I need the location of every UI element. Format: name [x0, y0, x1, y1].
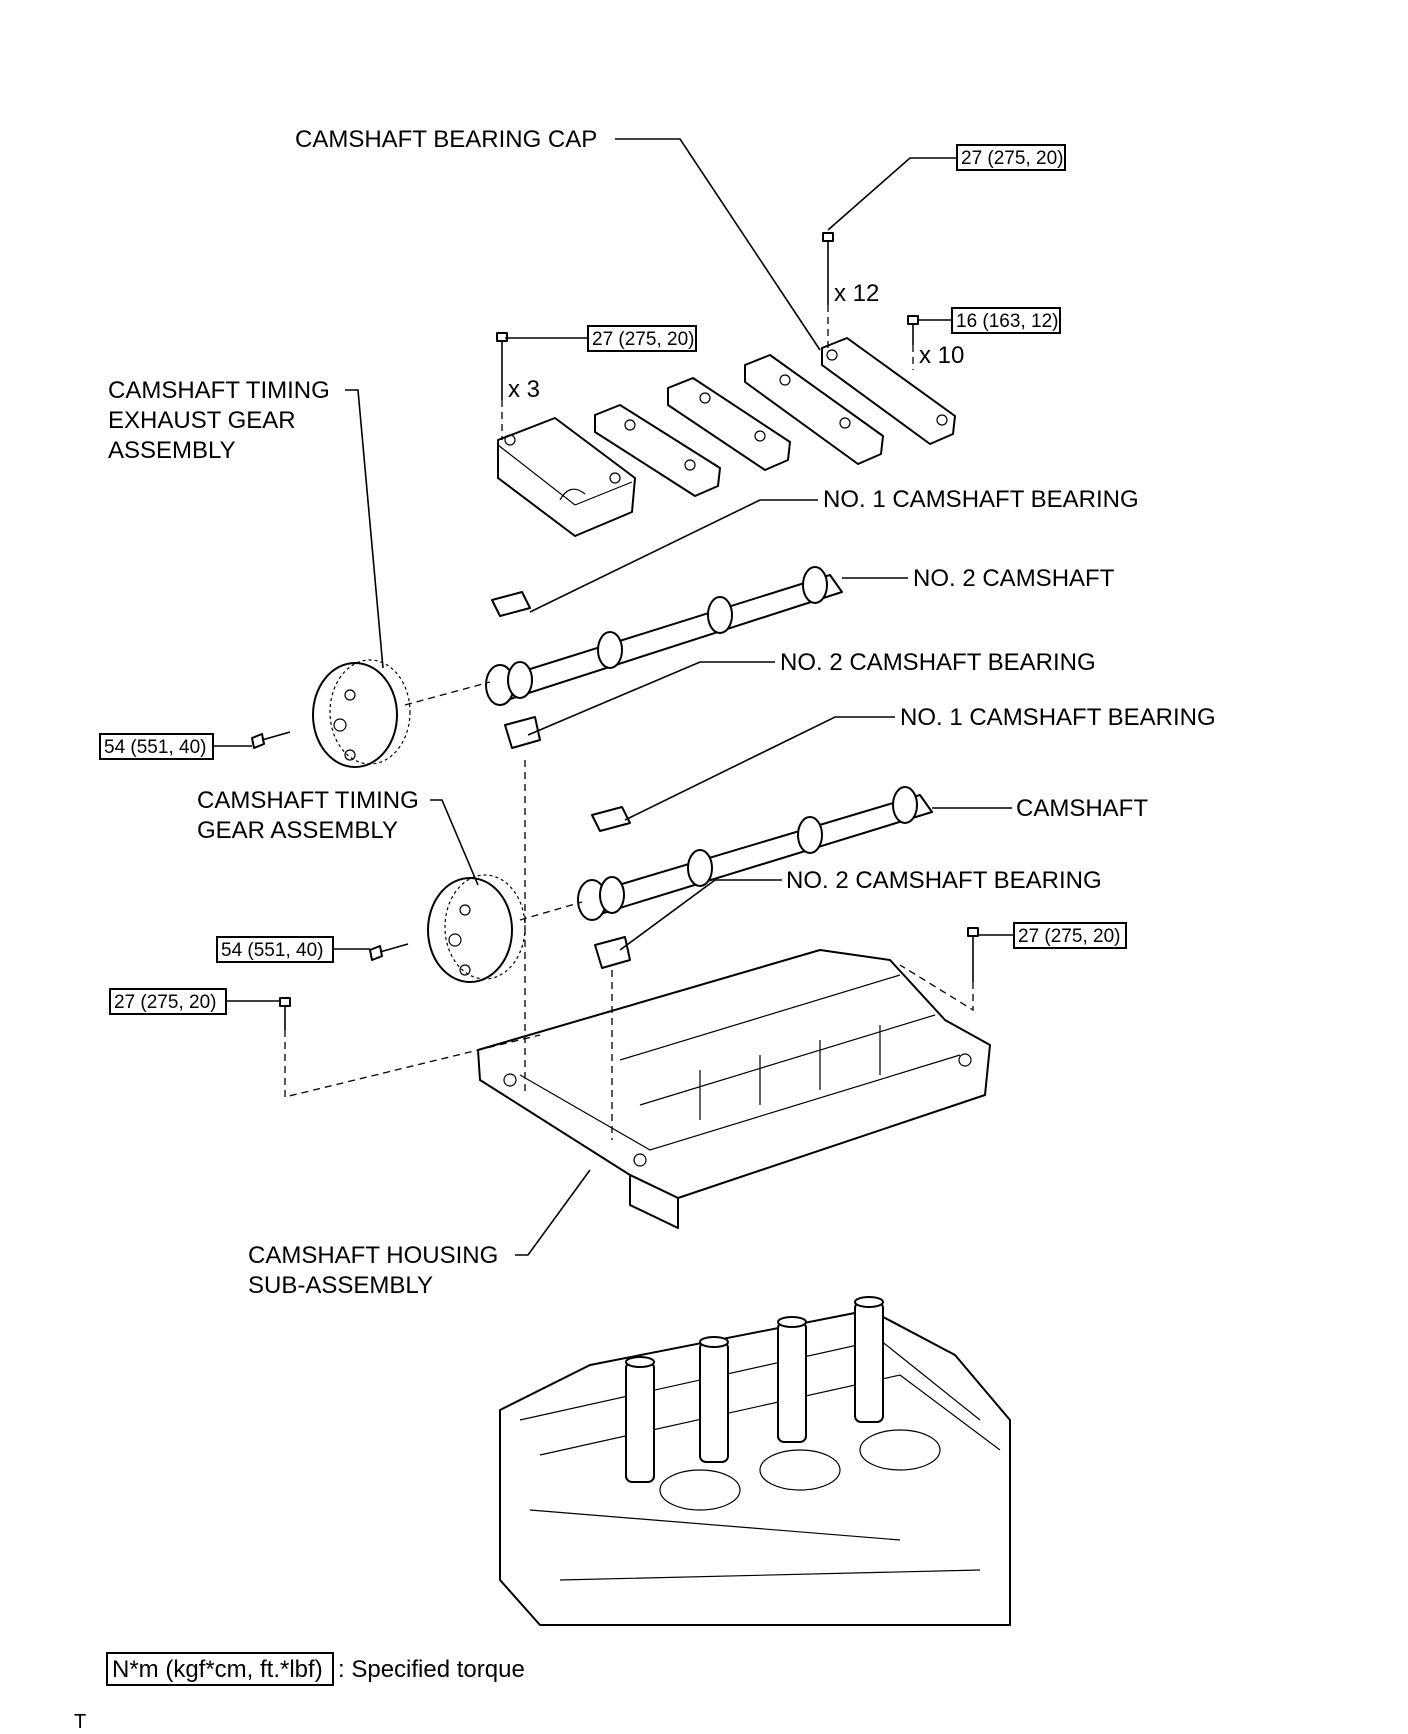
label-timing-gear-l2: GEAR ASSEMBLY	[197, 817, 398, 844]
label-camshaft-bearing-cap: CAMSHAFT BEARING CAP	[295, 126, 597, 153]
torque-cap-bolt-front: 27 (275, 20)	[587, 325, 697, 352]
leader-no2-lower	[619, 879, 782, 951]
cap-bolt-front	[496, 332, 508, 440]
label-no2-bearing-upper: NO. 2 CAMSHAFT BEARING	[780, 649, 1096, 676]
legend-description: : Specified torque	[338, 1656, 525, 1683]
label-housing-l2: SUB-ASSEMBLY	[248, 1272, 433, 1299]
intake-timing-gear	[427, 874, 526, 983]
exhaust-axis	[404, 681, 491, 706]
label-no1-bearing-lower: NO. 1 CAMSHAFT BEARING	[900, 704, 1216, 731]
no2-camshaft	[485, 566, 843, 706]
label-camshaft: CAMSHAFT	[1016, 795, 1148, 822]
no1-bearing-upper-shell	[491, 591, 531, 617]
leader-timing-gear	[430, 799, 479, 886]
no2-bearing-lower-shell	[594, 936, 631, 969]
svg-text:27 (275, 20): 27 (275, 20)	[114, 992, 216, 1013]
torque-cap-bolt-short: 16 (163, 12)	[951, 307, 1061, 334]
legend: N*m (kgf*cm, ft.*lbf) : Specified torque	[106, 1652, 525, 1686]
qty-cap-bolt-long: x 12	[834, 280, 879, 307]
torque-housing-bolt-left: 27 (275, 20)	[109, 988, 227, 1015]
intake-gear-bolt	[369, 943, 409, 961]
bearing-cap-1	[497, 417, 636, 537]
camshaft-housing	[477, 949, 991, 1229]
bearing-cap-3	[667, 377, 791, 471]
housing-bolt-left	[279, 997, 541, 1098]
bearing-cap-2	[594, 404, 721, 497]
label-no2-bearing-lower: NO. 2 CAMSHAFT BEARING	[786, 867, 1102, 894]
legend-unit: N*m (kgf*cm, ft.*lbf)	[112, 1656, 323, 1683]
label-exhaust-gear-l2: EXHAUST GEAR	[108, 407, 296, 434]
cap-bolt-short	[907, 315, 919, 370]
leader-exhaust-gear	[345, 389, 384, 669]
exhaust-gear-bolt	[251, 731, 291, 749]
torque-cap-bolt-long: 27 (275, 20)	[956, 144, 1066, 171]
leader-no1-lower	[624, 716, 895, 821]
label-exhaust-gear-l3: ASSEMBLY	[108, 437, 236, 464]
label-exhaust-gear-l1: CAMSHAFT TIMING	[108, 377, 330, 404]
housing-bolt-right	[899, 927, 979, 1012]
torque-intake-gear-bolt: 54 (551, 40)	[216, 936, 334, 963]
svg-text:27 (275, 20): 27 (275, 20)	[1018, 926, 1120, 947]
leader-housing	[515, 1169, 591, 1256]
svg-text:54 (551, 40): 54 (551, 40)	[104, 737, 206, 758]
bearing-cap-4	[744, 354, 884, 465]
label-no1-bearing-upper: NO. 1 CAMSHAFT BEARING	[823, 486, 1139, 513]
torque-housing-bolt-right: 27 (275, 20)	[1013, 922, 1127, 949]
cap-bolt-long	[822, 232, 834, 350]
exhaust-timing-gear	[312, 659, 411, 768]
leader-no1-upper	[529, 499, 818, 613]
qty-cap-bolt-front: x 3	[508, 376, 540, 403]
intake-axis	[519, 901, 583, 921]
leader-bearing-cap	[615, 138, 821, 351]
cylinder-head	[499, 1296, 1011, 1626]
svg-text:27 (275, 20): 27 (275, 20)	[961, 148, 1063, 169]
camshaft	[577, 786, 933, 921]
label-housing-l1: CAMSHAFT HOUSING	[248, 1242, 498, 1269]
svg-text:16 (163, 12): 16 (163, 12)	[956, 311, 1058, 332]
no2-bearing-upper-shell	[504, 716, 541, 749]
qty-cap-bolt-short: x 10	[919, 342, 964, 369]
svg-text:27 (275, 20): 27 (275, 20)	[592, 329, 694, 350]
leader-cap-bolt-long	[827, 157, 957, 231]
no1-bearing-lower-shell	[591, 806, 631, 832]
leader-no2-upper	[527, 661, 775, 736]
label-no2-camshaft: NO. 2 CAMSHAFT	[913, 565, 1115, 592]
torque-exhaust-gear-bolt: 54 (551, 40)	[99, 733, 214, 760]
label-timing-gear-l1: CAMSHAFT TIMING	[197, 787, 419, 814]
bearing-cap-5	[821, 337, 956, 445]
corner-code: T	[74, 1711, 86, 1733]
svg-text:54 (551, 40): 54 (551, 40)	[221, 940, 323, 961]
